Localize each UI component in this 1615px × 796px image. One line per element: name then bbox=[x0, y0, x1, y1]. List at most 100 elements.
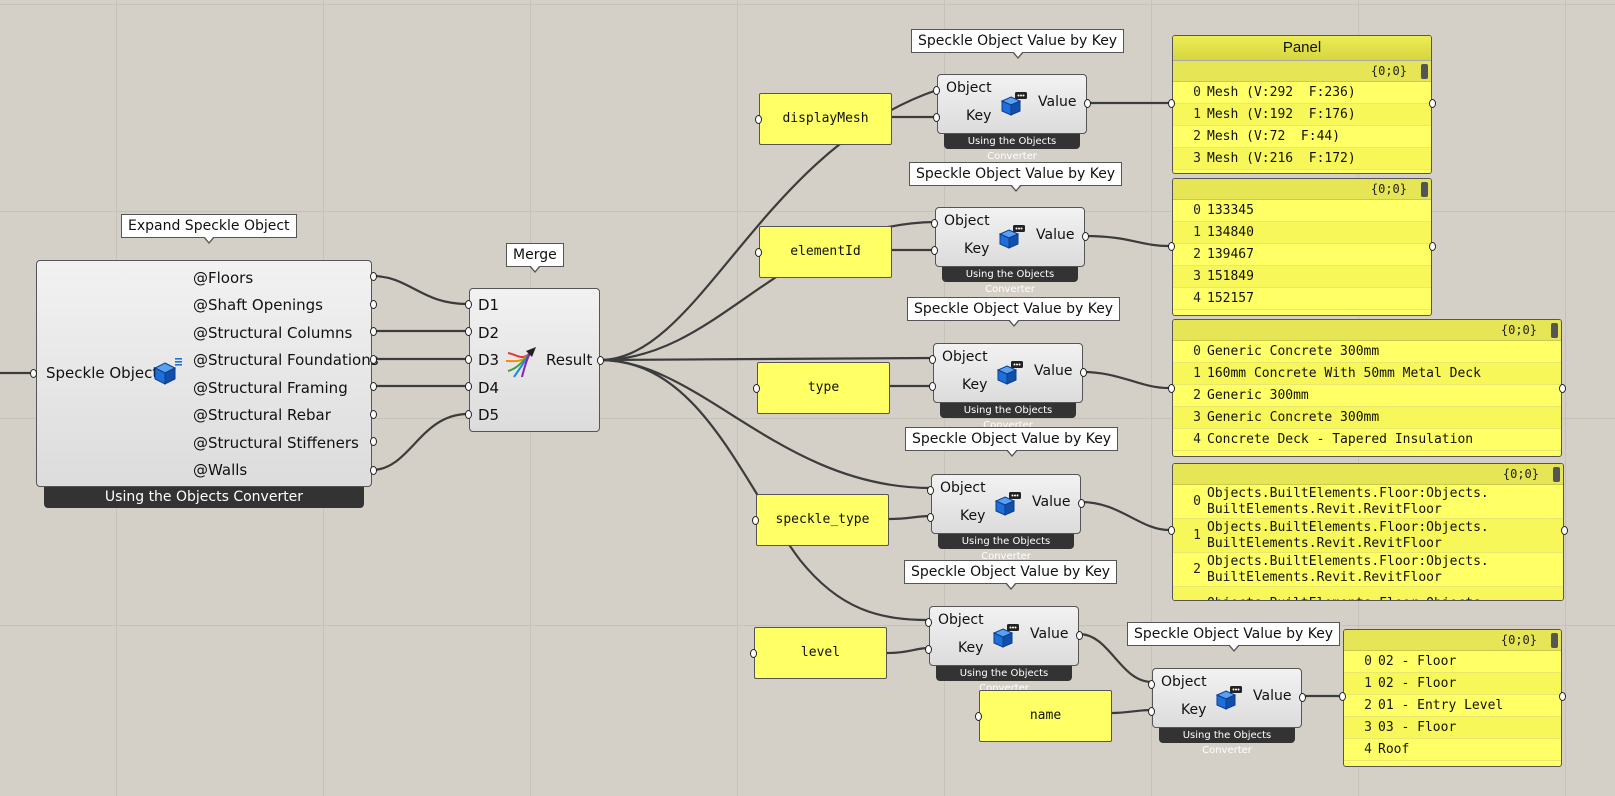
port-key-in[interactable] bbox=[925, 645, 932, 654]
port-object-in[interactable] bbox=[931, 219, 938, 228]
port-expand-out[interactable] bbox=[370, 355, 377, 364]
merge-input-d1: D1 bbox=[478, 296, 500, 314]
port-expand-out[interactable] bbox=[370, 410, 377, 419]
port-expand-out[interactable] bbox=[370, 437, 377, 446]
port-merge-in[interactable] bbox=[465, 300, 472, 309]
port-param-in[interactable] bbox=[755, 115, 762, 124]
port-expand-out[interactable] bbox=[370, 272, 377, 281]
port-param-in[interactable] bbox=[752, 516, 759, 525]
port-panel-out[interactable] bbox=[1559, 692, 1566, 701]
port-panel-out[interactable] bbox=[1561, 526, 1568, 535]
value-by-key-component[interactable]: Object Key Value bbox=[937, 74, 1087, 134]
panel-row-index: 0 bbox=[1193, 493, 1201, 509]
port-expand-out[interactable] bbox=[370, 300, 377, 309]
port-panel-in[interactable] bbox=[1168, 242, 1175, 251]
value-by-key-component[interactable]: Object Key Value bbox=[935, 207, 1085, 267]
port-merge-in[interactable] bbox=[465, 410, 472, 419]
port-value-out[interactable] bbox=[1078, 499, 1085, 508]
port-value-out[interactable] bbox=[1084, 99, 1091, 108]
value-by-key-component[interactable]: Object Key Value bbox=[929, 606, 1079, 666]
merge-component[interactable]: D1 D2 D3 D4 D5 Result bbox=[469, 288, 600, 432]
port-panel-out[interactable] bbox=[1429, 242, 1436, 251]
port-value-out[interactable] bbox=[1299, 693, 1306, 702]
panel-row-value: 151849 bbox=[1207, 268, 1254, 284]
key-param-type[interactable]: type bbox=[757, 362, 890, 414]
panel-row-value: 03 - Floor bbox=[1378, 719, 1457, 735]
port-value-out[interactable] bbox=[1082, 232, 1089, 241]
port-value-out[interactable] bbox=[1076, 631, 1083, 640]
port-key-in[interactable] bbox=[1148, 707, 1155, 716]
key-param-speckle-type[interactable]: speckle_type bbox=[756, 494, 889, 546]
key-param-name[interactable]: name bbox=[979, 690, 1112, 742]
panel-scrollbar[interactable] bbox=[1421, 182, 1428, 197]
port-key-in[interactable] bbox=[929, 382, 936, 391]
panel-row-value: Mesh (V:292 F:236) bbox=[1207, 84, 1356, 100]
speckle-key-cube-icon bbox=[996, 361, 1023, 385]
port-param-in[interactable] bbox=[975, 712, 982, 721]
speckle-cube-icon bbox=[153, 358, 182, 385]
port-panel-out[interactable] bbox=[1429, 99, 1436, 108]
port-object-in[interactable] bbox=[927, 486, 934, 495]
port-panel-in[interactable] bbox=[1168, 99, 1175, 108]
panel-scrollbar[interactable] bbox=[1551, 633, 1558, 648]
port-panel-in[interactable] bbox=[1168, 384, 1175, 393]
panel-scrollbar[interactable] bbox=[1421, 64, 1428, 79]
value-by-key-component[interactable]: Object Key Value bbox=[1152, 668, 1302, 728]
value-by-key-component[interactable]: Object Key Value bbox=[933, 343, 1083, 403]
output-value: Value bbox=[1030, 626, 1069, 642]
port-expand-out[interactable] bbox=[370, 382, 377, 391]
port-merge-in[interactable] bbox=[465, 355, 472, 364]
port-panel-out[interactable] bbox=[1559, 384, 1566, 393]
port-merge-in[interactable] bbox=[465, 327, 472, 336]
merge-tooltip: Merge bbox=[506, 243, 564, 273]
port-expand-in[interactable] bbox=[30, 369, 37, 378]
panel-scrollbar[interactable] bbox=[1553, 467, 1560, 482]
panel-row-value: Objects.BuiltElements.Floor:Objects. Bui… bbox=[1207, 519, 1489, 551]
port-panel-in[interactable] bbox=[1339, 692, 1346, 701]
key-param-elementid[interactable]: elementId bbox=[759, 226, 892, 278]
value-by-key-component[interactable]: Object Key Value bbox=[931, 474, 1081, 534]
port-key-in[interactable] bbox=[927, 513, 934, 522]
expand-speckle-object-component[interactable]: Speckle Object @Floors @Shaft Openings @… bbox=[36, 260, 379, 487]
output-value: Value bbox=[1034, 363, 1073, 379]
panel-scrollbar[interactable] bbox=[1551, 323, 1558, 338]
port-key-in[interactable] bbox=[931, 246, 938, 255]
key-param-displaymesh[interactable]: displayMesh bbox=[759, 93, 892, 145]
port-expand-out[interactable] bbox=[370, 466, 377, 475]
speckle-key-cube-icon bbox=[992, 624, 1019, 648]
key-param-level[interactable]: level bbox=[754, 627, 887, 679]
panel-row-value: 133345 bbox=[1207, 202, 1254, 218]
port-param-in[interactable] bbox=[750, 649, 757, 658]
port-merge-in[interactable] bbox=[465, 382, 472, 391]
output-floors: @Floors bbox=[193, 269, 254, 287]
port-param-in[interactable] bbox=[755, 248, 762, 257]
panel-row-value: Roof bbox=[1378, 741, 1410, 757]
port-object-in[interactable] bbox=[929, 355, 936, 364]
input-key: Key bbox=[1181, 702, 1207, 718]
panel-row-value: 134840 bbox=[1207, 224, 1254, 240]
input-key: Key bbox=[960, 508, 986, 524]
port-object-in[interactable] bbox=[1148, 680, 1155, 689]
port-value-out[interactable] bbox=[1080, 368, 1087, 377]
port-expand-out[interactable] bbox=[370, 327, 377, 336]
expand-footer: Using the Objects Converter bbox=[44, 487, 364, 508]
port-panel-in[interactable] bbox=[1168, 526, 1175, 535]
port-object-in[interactable] bbox=[925, 618, 932, 627]
port-merge-out[interactable] bbox=[597, 356, 604, 365]
merge-arrows-icon bbox=[505, 347, 536, 378]
port-object-in[interactable] bbox=[933, 86, 940, 95]
port-key-in[interactable] bbox=[933, 113, 940, 122]
port-param-in[interactable] bbox=[753, 384, 760, 393]
